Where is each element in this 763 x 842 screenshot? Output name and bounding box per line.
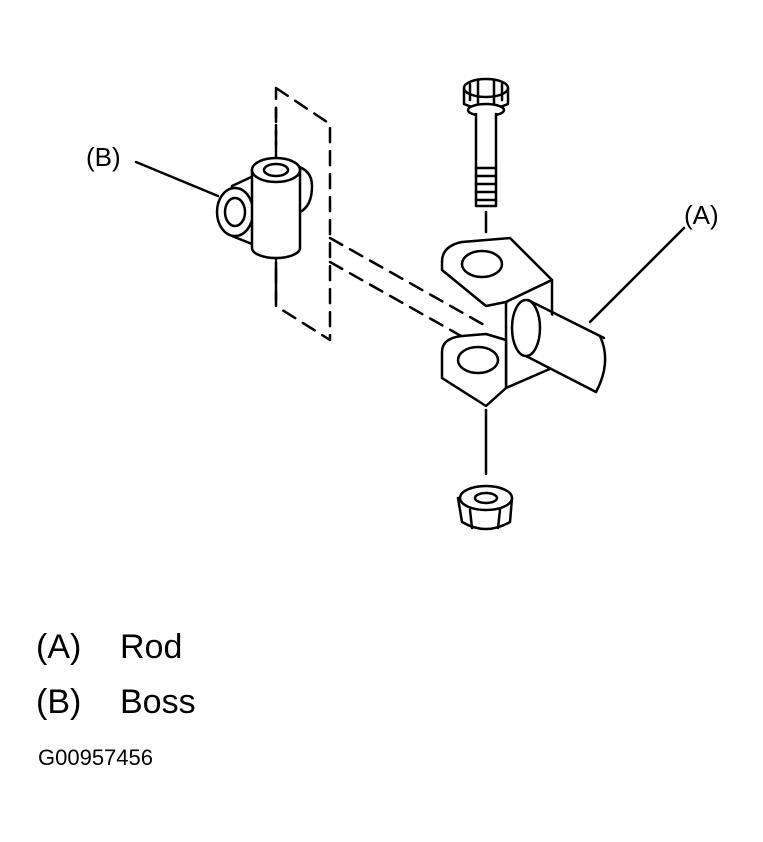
legend-key: (A) xyxy=(36,628,82,666)
figure-id: G00957456 xyxy=(38,745,153,770)
legend-key: (B) xyxy=(36,683,82,721)
bolt xyxy=(462,77,510,208)
legend-item-rod: (A) Rod xyxy=(36,628,182,667)
flange-nut xyxy=(456,484,514,531)
rod-boss-assembly-diagram xyxy=(134,77,686,531)
legend-label: Boss xyxy=(120,683,196,721)
rod xyxy=(510,298,607,394)
callout-label-b: (B) xyxy=(86,142,121,172)
leader-line-b xyxy=(134,160,220,198)
legend-label: Rod xyxy=(120,628,183,666)
legend-item-boss: (B) Boss xyxy=(36,683,196,722)
mounting-panel-outline xyxy=(274,86,488,352)
callout-label-a: (A) xyxy=(684,200,719,230)
leader-line-a xyxy=(588,226,686,324)
boss-part xyxy=(215,156,314,260)
